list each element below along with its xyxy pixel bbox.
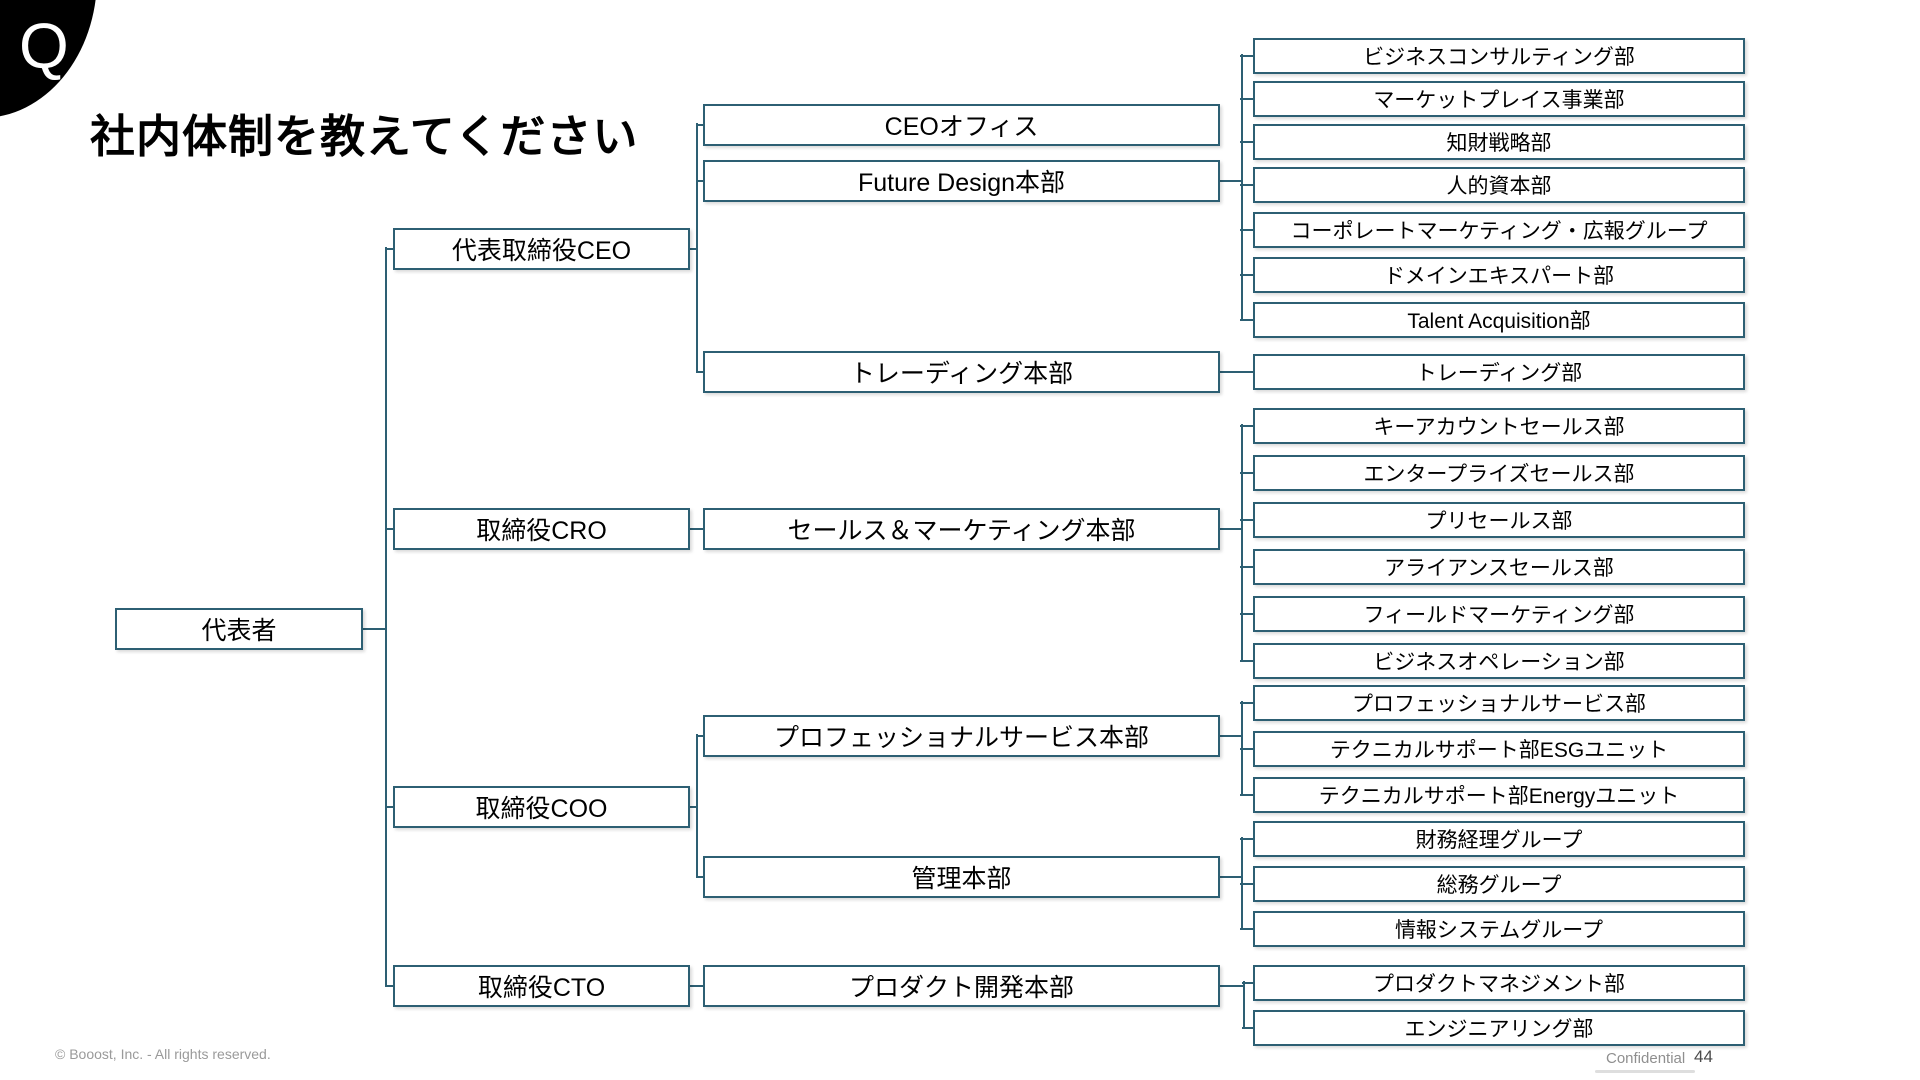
connector-line-vertical xyxy=(696,734,698,877)
connector-line-horizontal xyxy=(385,806,393,808)
org-node-corp-marketing-pr: コーポレートマーケティング・広報グループ xyxy=(1253,212,1745,248)
org-node-domain-expert: ドメインエキスパート部 xyxy=(1253,257,1745,293)
connector-line-horizontal xyxy=(1240,184,1253,186)
connector-line-horizontal xyxy=(1219,735,1242,737)
connector-line-horizontal xyxy=(696,124,703,126)
org-node-general-affairs: 総務グループ xyxy=(1253,866,1745,902)
connector-line-horizontal xyxy=(362,628,386,630)
connector-line-horizontal xyxy=(689,985,703,987)
connector-line-horizontal xyxy=(1219,985,1244,987)
connector-line-horizontal xyxy=(1240,702,1253,704)
org-node-product-dev-hq: プロダクト開発本部 xyxy=(703,965,1220,1007)
connector-line-horizontal xyxy=(385,985,393,987)
connector-line-horizontal xyxy=(1240,274,1253,276)
org-node-ceo: 代表取締役CEO xyxy=(393,228,690,270)
org-node-human-capital: 人的資本部 xyxy=(1253,167,1745,203)
connector-line-horizontal xyxy=(1219,371,1253,373)
org-node-ip-strategy: 知財戦略部 xyxy=(1253,124,1745,160)
connector-line-vertical xyxy=(1243,981,1245,1028)
connector-line-horizontal xyxy=(1240,928,1253,930)
connector-line-horizontal xyxy=(1240,519,1253,521)
connector-line-horizontal xyxy=(696,876,703,878)
org-node-product-management: プロダクトマネジメント部 xyxy=(1253,965,1745,1001)
q-badge: Q xyxy=(0,0,97,118)
org-node-future-design: Future Design本部 xyxy=(703,160,1220,202)
org-node-ceo-office: CEOオフィス xyxy=(703,104,1220,146)
connector-line-horizontal xyxy=(1240,613,1253,615)
org-node-alliance-sales: アライアンスセールス部 xyxy=(1253,549,1745,585)
connector-line-horizontal xyxy=(1219,180,1242,182)
q-badge-letter: Q xyxy=(19,10,69,82)
page-title: 社内体制を教えてください xyxy=(90,111,639,163)
org-node-trading: トレーディング部 xyxy=(1253,354,1745,390)
connector-line-horizontal xyxy=(1240,748,1253,750)
connector-line-horizontal xyxy=(1240,229,1253,231)
org-node-cto: 取締役CTO xyxy=(393,965,690,1007)
connector-line-horizontal xyxy=(689,248,697,250)
connector-line-horizontal xyxy=(696,371,703,373)
org-node-field-marketing: フィールドマーケティング部 xyxy=(1253,596,1745,632)
org-node-marketplace: マーケットプレイス事業部 xyxy=(1253,81,1745,117)
connector-line-horizontal xyxy=(1240,883,1253,885)
connector-line-horizontal xyxy=(696,180,703,182)
org-node-business-operations: ビジネスオペレーション部 xyxy=(1253,643,1745,679)
org-node-professional-services-hq: プロフェッショナルサービス本部 xyxy=(703,715,1220,757)
org-node-professional-services: プロフェッショナルサービス部 xyxy=(1253,685,1745,721)
connector-line-horizontal xyxy=(1240,660,1253,662)
connector-line-horizontal xyxy=(1240,472,1253,474)
connector-line-vertical xyxy=(696,123,698,372)
connector-line-horizontal xyxy=(1240,98,1253,100)
org-node-sales-marketing: セールス＆マーケティング本部 xyxy=(703,508,1220,550)
connector-line-horizontal xyxy=(689,806,697,808)
org-node-presales: プリセールス部 xyxy=(1253,502,1745,538)
connector-line-horizontal xyxy=(1240,55,1253,57)
confidential-label: Confidential xyxy=(1606,1050,1686,1067)
page-number: 44 xyxy=(1694,1047,1713,1066)
org-node-business-consulting: ビジネスコンサルティング部 xyxy=(1253,38,1745,74)
org-node-finance-accounting: 財務経理グループ xyxy=(1253,821,1745,857)
connector-line-horizontal xyxy=(1219,876,1242,878)
confidential-underline xyxy=(1595,1070,1695,1073)
connector-line-horizontal xyxy=(1240,566,1253,568)
connector-line-horizontal xyxy=(1240,319,1253,321)
connector-line-horizontal xyxy=(1240,425,1253,427)
org-node-admin-hq: 管理本部 xyxy=(703,856,1220,898)
org-node-info-systems: 情報システムグループ xyxy=(1253,911,1745,947)
org-node-cro: 取締役CRO xyxy=(393,508,690,550)
connector-line-vertical xyxy=(385,247,387,986)
connector-line-horizontal xyxy=(385,528,393,530)
org-node-engineering: エンジニアリング部 xyxy=(1253,1010,1745,1046)
connector-line-horizontal xyxy=(385,248,393,250)
org-node-trading-hq: トレーディング本部 xyxy=(703,351,1220,393)
org-node-tech-support-esg: テクニカルサポート部ESGユニット xyxy=(1253,731,1745,767)
connector-line-horizontal xyxy=(1240,794,1253,796)
connector-line-horizontal xyxy=(689,528,703,530)
org-node-tech-support-energy: テクニカルサポート部Energyユニット xyxy=(1253,777,1745,813)
connector-line-horizontal xyxy=(1240,838,1253,840)
org-node-coo: 取締役COO xyxy=(393,786,690,828)
copyright-text: © Booost, Inc. - All rights reserved. xyxy=(55,1046,271,1062)
connector-line-horizontal xyxy=(1219,528,1242,530)
connector-line-horizontal xyxy=(1242,1027,1253,1029)
org-node-enterprise-sales: エンタープライズセールス部 xyxy=(1253,455,1745,491)
org-node-key-account-sales: キーアカウントセールス部 xyxy=(1253,408,1745,444)
connector-line-horizontal xyxy=(696,735,703,737)
connector-line-vertical xyxy=(1241,54,1243,320)
connector-line-vertical xyxy=(1241,424,1243,661)
connector-line-horizontal xyxy=(1240,141,1253,143)
org-node-talent-acquisition: Talent Acquisition部 xyxy=(1253,302,1745,338)
connector-line-horizontal xyxy=(1242,982,1253,984)
org-node-root: 代表者 xyxy=(115,608,363,650)
